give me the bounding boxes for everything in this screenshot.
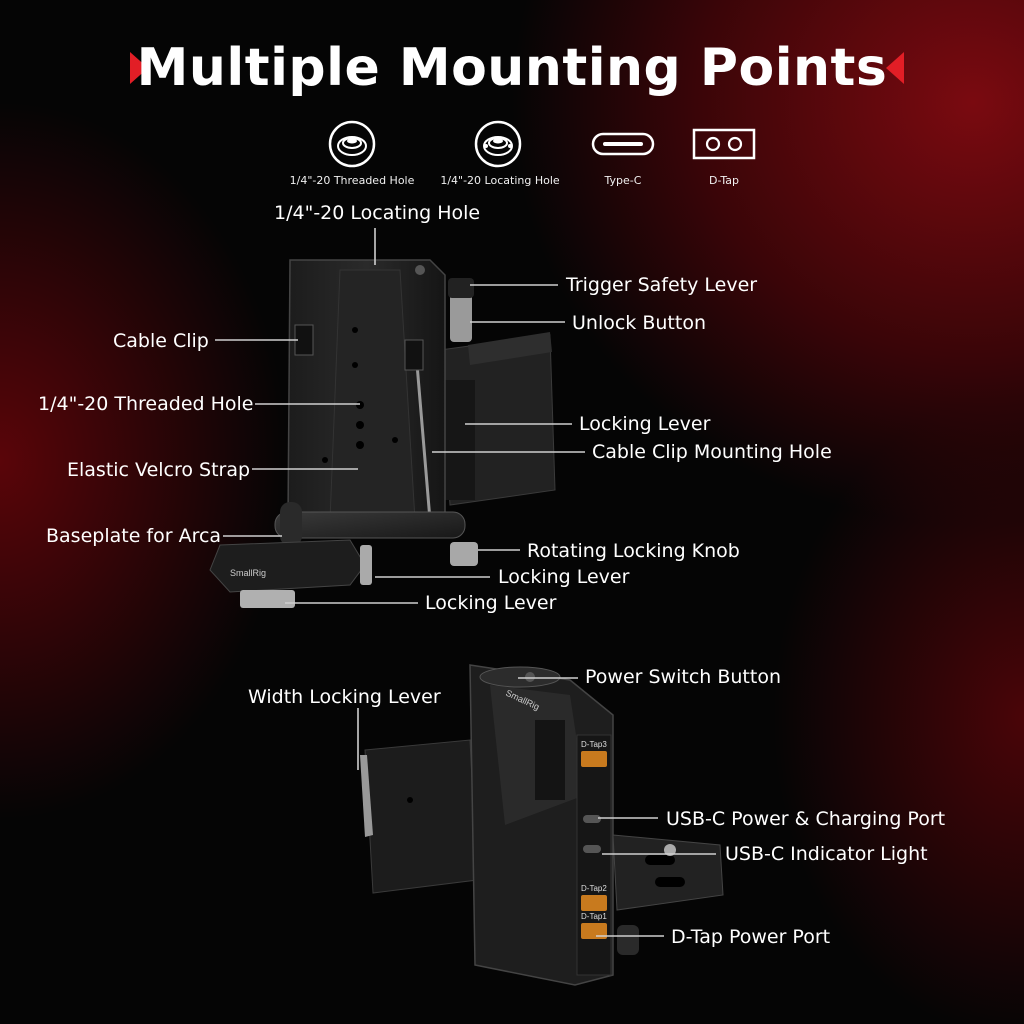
label-trigger-safety-lever: Trigger Safety Lever xyxy=(566,274,758,296)
legend-label-type-c: Type-C xyxy=(604,174,642,187)
label-d-tap-power-port: D-Tap Power Port xyxy=(671,926,831,948)
label-baseplate-for-arca: Baseplate for Arca xyxy=(46,525,222,547)
port-label-dtap2: D-Tap2 xyxy=(581,884,607,893)
port-label-dtap1: D-Tap1 xyxy=(581,912,607,921)
label-elastic-velcro-strap: Elastic Velcro Strap xyxy=(67,459,251,481)
right-accent-triangle xyxy=(886,52,904,84)
label-threaded-hole: 1/4"-20 Threaded Hole xyxy=(38,393,254,415)
label-locking-lever-1: Locking Lever xyxy=(579,413,711,435)
label-rotating-locking-knob: Rotating Locking Knob xyxy=(527,540,740,562)
type-c-icon xyxy=(591,132,655,156)
legend-label-locating: 1/4"-20 Locating Hole xyxy=(440,174,560,187)
locating-hole-icon xyxy=(474,120,522,168)
label-usb-c-power-port: USB-C Power & Charging Port xyxy=(666,808,946,830)
legend-label-d-tap: D-Tap xyxy=(708,174,740,187)
brand-mark-top: SmallRig xyxy=(230,568,266,578)
left-accent-triangle xyxy=(130,52,148,84)
label-locating-hole: 1/4"-20 Locating Hole xyxy=(274,202,481,224)
legend-label-threaded: 1/4"-20 Threaded Hole xyxy=(289,174,415,187)
port-label-dtap3: D-Tap3 xyxy=(581,740,607,749)
label-power-switch-button: Power Switch Button xyxy=(585,666,781,688)
page-title: Multiple Mounting Points xyxy=(136,38,888,98)
label-locking-lever-3: Locking Lever xyxy=(425,592,557,614)
threaded-hole-icon xyxy=(328,120,376,168)
label-usb-c-indicator: USB-C Indicator Light xyxy=(725,843,928,865)
label-unlock-button: Unlock Button xyxy=(572,312,706,334)
d-tap-icon xyxy=(692,128,756,160)
label-cable-clip-mounting-hole: Cable Clip Mounting Hole xyxy=(592,441,832,463)
battery-plate-rear-image: SmallRig D-Tap3 D-Tap2 D-Tap1 xyxy=(360,664,724,986)
label-width-locking-lever: Width Locking Lever xyxy=(248,686,441,708)
battery-plate-front-image: SmallRig xyxy=(209,259,556,608)
label-cable-clip: Cable Clip xyxy=(113,330,209,352)
label-locking-lever-2: Locking Lever xyxy=(498,566,630,588)
